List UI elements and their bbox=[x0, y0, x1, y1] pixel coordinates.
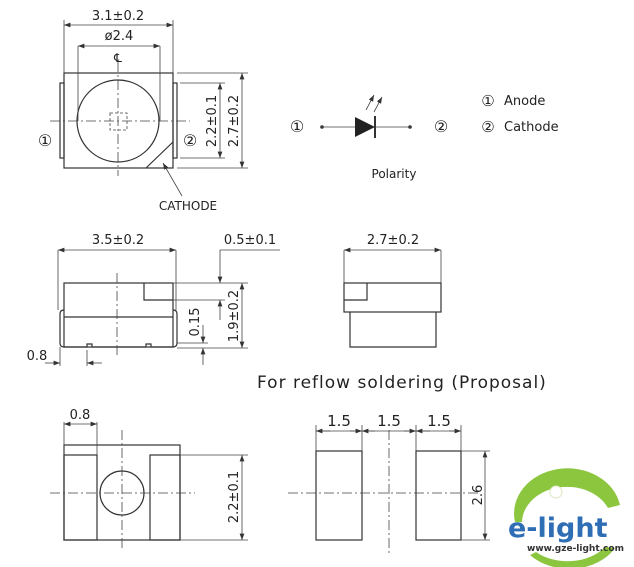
legend-anode: Anode bbox=[504, 94, 545, 109]
cathode-label: CATHODE bbox=[159, 199, 217, 213]
pad-dim-2: 1.5 bbox=[377, 412, 401, 430]
chip bbox=[109, 112, 128, 131]
cathode-mark bbox=[145, 141, 174, 169]
e-light-logo: e-light www.gze-light.com bbox=[508, 468, 624, 567]
width-dim: 3.1±0.2 bbox=[92, 9, 144, 24]
pad-height-dim: 2.2±0.1 bbox=[205, 95, 220, 147]
legend-anode-num: ① bbox=[481, 92, 494, 110]
gap-dim: 0.15 bbox=[188, 308, 203, 337]
legend-cathode: Cathode bbox=[504, 120, 559, 135]
bottom-pad-dim: 0.8 bbox=[70, 408, 91, 423]
pad-dim-3: 1.5 bbox=[427, 412, 451, 430]
polarity-symbol: ① ② Polarity ① Anode ② Cathode bbox=[290, 92, 559, 181]
lead-right bbox=[172, 82, 178, 159]
lead-dim: 0.8 bbox=[27, 349, 48, 364]
pin2-label: ② bbox=[183, 131, 197, 150]
pin1-label: ① bbox=[38, 131, 52, 150]
lens-dim: ø2.4 bbox=[105, 29, 134, 44]
polarity-pin1: ① bbox=[290, 117, 304, 136]
legend-cathode-num: ② bbox=[481, 118, 494, 136]
lead-left bbox=[59, 82, 65, 159]
front-view: 2.7±0.2 bbox=[343, 233, 442, 348]
height-dim: 2.7±0.2 bbox=[227, 95, 242, 147]
polarity-label: Polarity bbox=[372, 167, 417, 181]
pad-layout: 1.5 1.5 1.5 2.6 bbox=[288, 412, 490, 555]
bottom-height-dim: 2.2±0.1 bbox=[227, 471, 242, 523]
logo-url: www.gze-light.com bbox=[527, 544, 624, 554]
centerline-mark: ℄ bbox=[113, 51, 122, 65]
diode-icon bbox=[355, 117, 375, 137]
notch-dim: 0.5±0.1 bbox=[224, 233, 276, 248]
reflow-title: For reflow soldering (Proposal) bbox=[257, 373, 547, 393]
polarity-pin2: ② bbox=[434, 117, 448, 136]
pad-height-dim: 2.6 bbox=[471, 485, 486, 506]
length-dim: 3.5±0.2 bbox=[92, 233, 144, 248]
top-view: 3.1±0.2 ø2.4 ℄ 2.2±0.1 2.7±0.2 ① ② CATHO… bbox=[38, 9, 248, 213]
front-width-dim: 2.7±0.2 bbox=[367, 233, 419, 248]
side-height-dim: 1.9±0.2 bbox=[227, 290, 242, 342]
package-body bbox=[63, 72, 174, 169]
pad-dim-1: 1.5 bbox=[327, 412, 351, 430]
side-view: 3.5±0.2 0.5±0.1 1.9±0.2 0.15 0.8 bbox=[27, 233, 280, 366]
logo-brand: e-light bbox=[508, 513, 608, 544]
bottom-view: 0.8 2.2±0.1 bbox=[50, 408, 248, 550]
